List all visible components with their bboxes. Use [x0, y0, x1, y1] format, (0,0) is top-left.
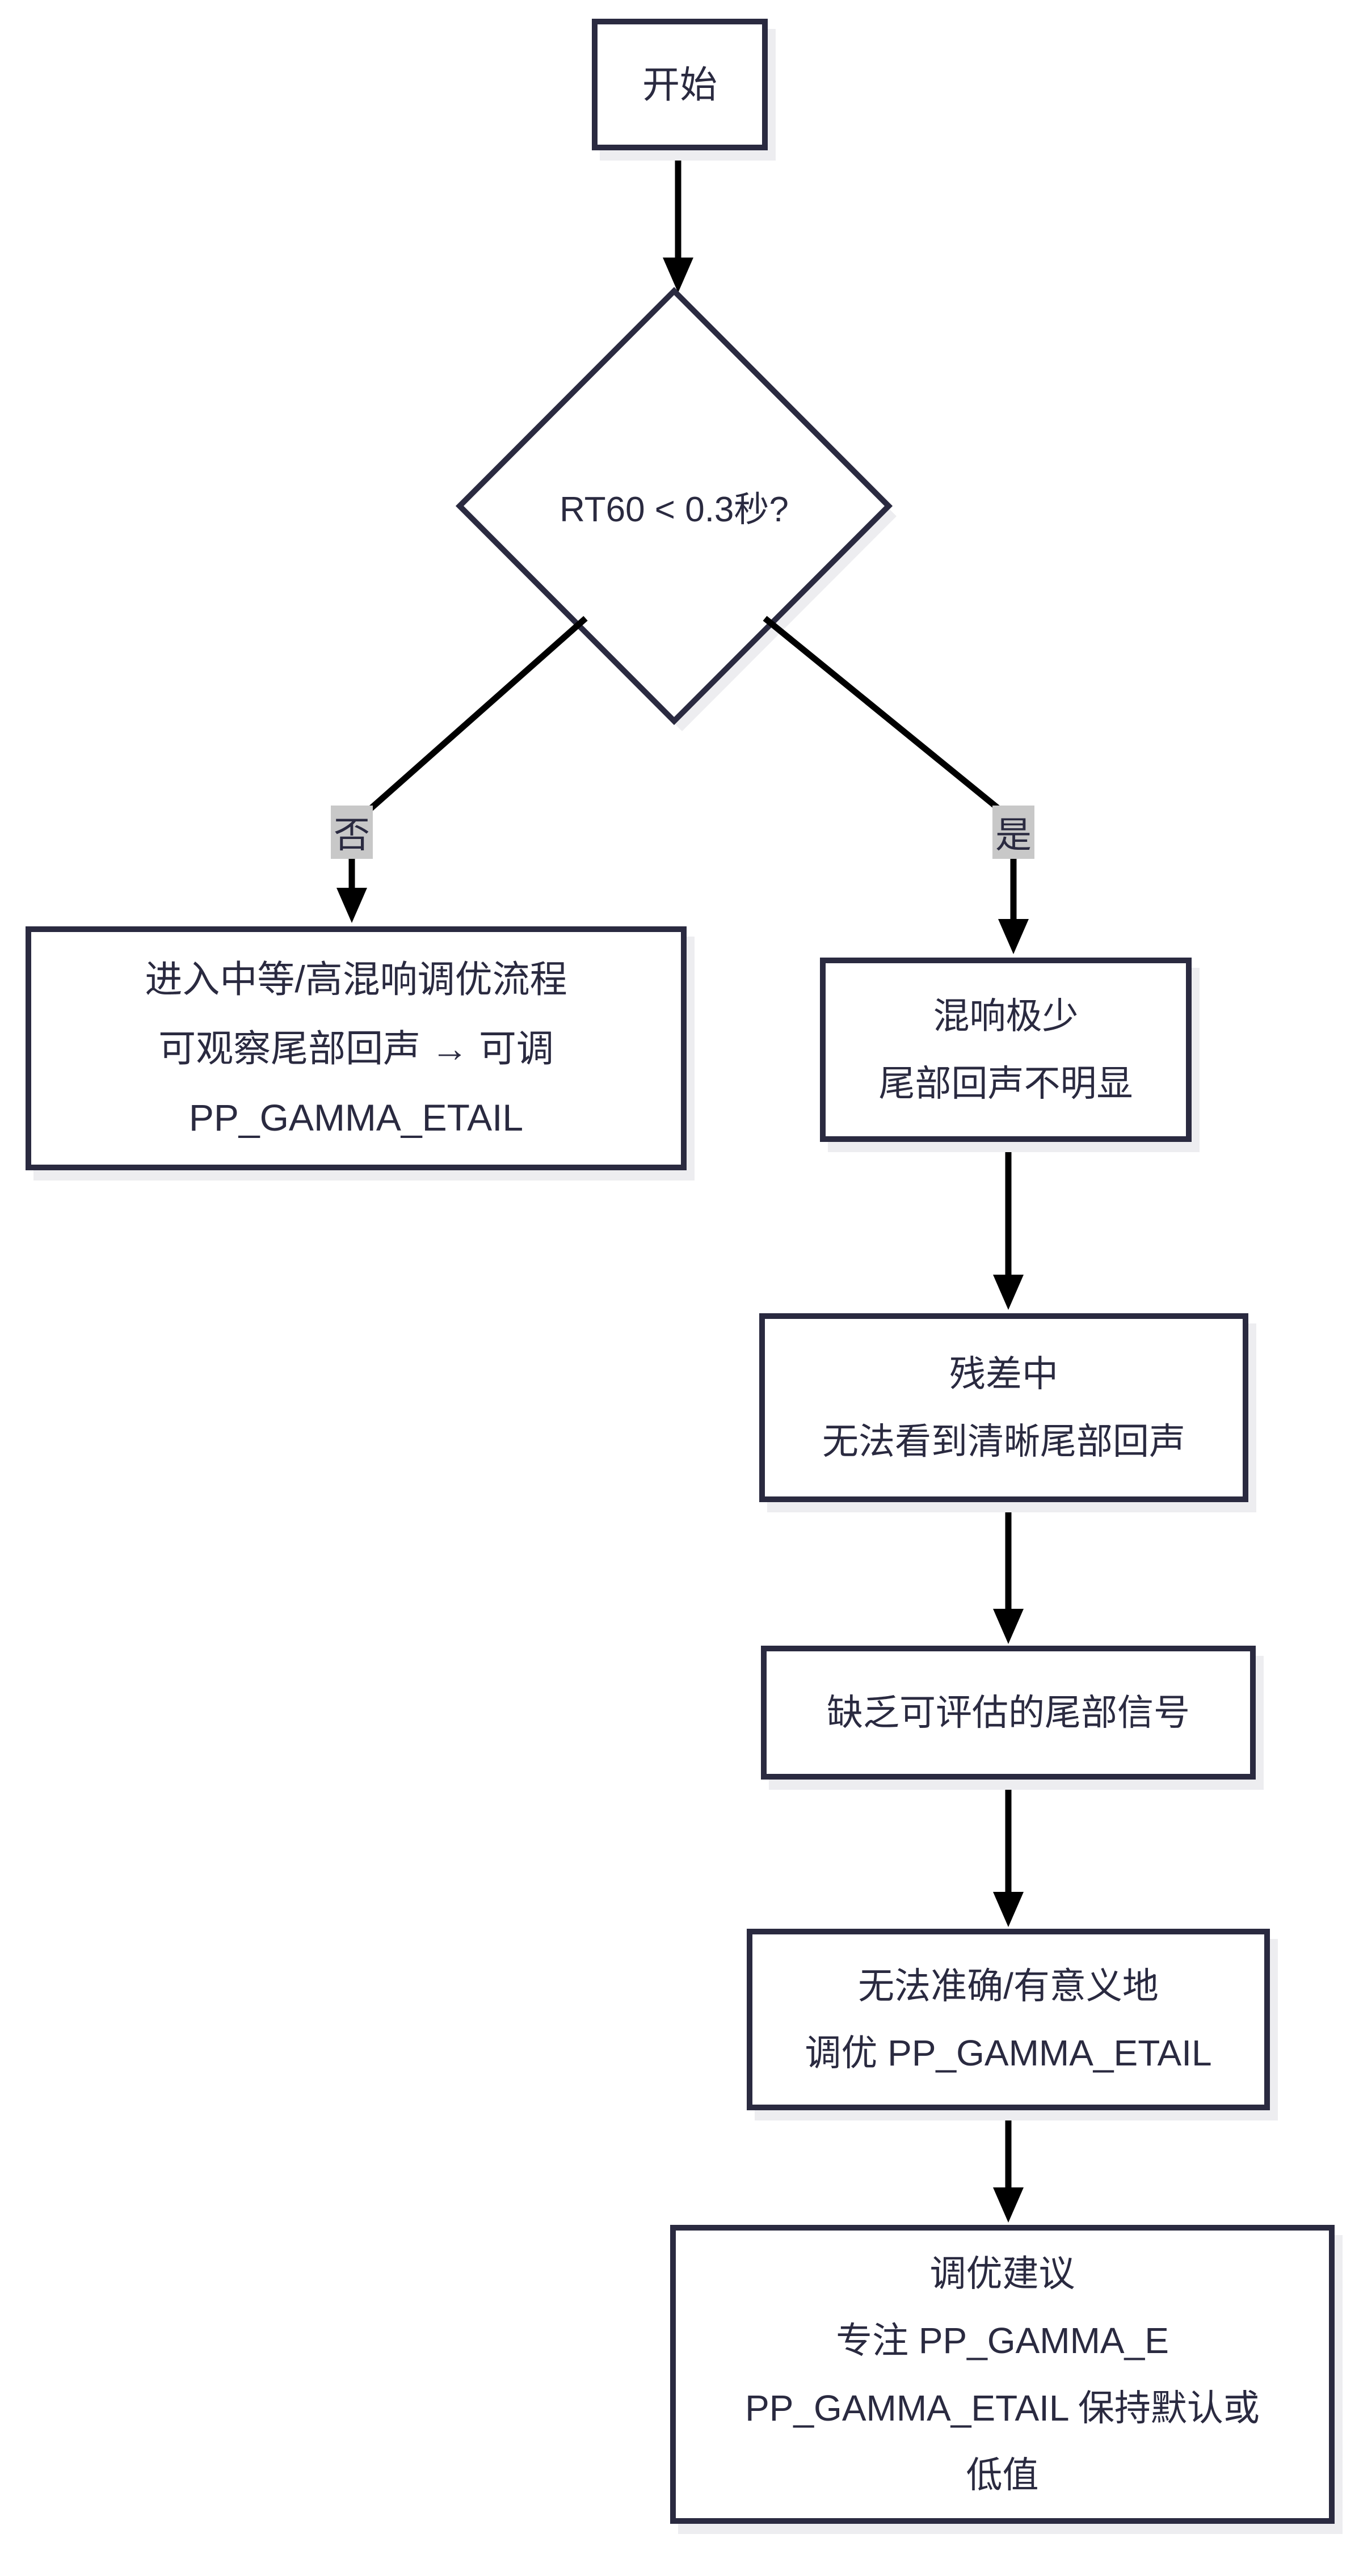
- no-branch-box-line-3: PP_GAMMA_ETAIL: [188, 1097, 524, 1139]
- connector-decision-to-yes-label: [763, 615, 1000, 811]
- arrowhead-into-decision: [663, 258, 693, 293]
- no-branch-box-line-2: 可观察尾部回声 → 可调: [158, 1027, 554, 1069]
- arrowhead-into-no-box: [336, 888, 367, 923]
- yes-branch-box-line-1: 混响极少: [933, 996, 1079, 1037]
- arrowhead-into-yes-box: [998, 919, 1029, 954]
- cannot-tune-box-line-1: 无法准确/有意义地: [858, 1965, 1159, 2006]
- yes-branch-box: 混响极少 尾部回声不明显: [820, 958, 1192, 1142]
- arrowhead-into-residual-box: [993, 1275, 1024, 1310]
- no-branch-box-line-1: 进入中等/高混响调优流程: [145, 958, 567, 1000]
- advice-box-line-2: 专注 PP_GAMMA_E: [836, 2320, 1169, 2362]
- branch-label-no: 否: [331, 806, 373, 859]
- decision-diamond-shape: [455, 286, 893, 726]
- residual-box: 残差中 无法看到清晰尾部回声: [759, 1313, 1248, 1502]
- residual-box-line-2: 无法看到清晰尾部回声: [822, 1420, 1185, 1462]
- no-branch-box: 进入中等/高混响调优流程 可观察尾部回声 → 可调 PP_GAMMA_ETAIL: [26, 926, 687, 1170]
- connector-decision-to-no-label: [365, 615, 588, 814]
- advice-box-line-4: 低值: [966, 2454, 1039, 2495]
- advice-box-line-1: 调优建议: [929, 2253, 1075, 2294]
- residual-box-line-1: 残差中: [949, 1354, 1058, 1395]
- advice-box: 调优建议 专注 PP_GAMMA_E PP_GAMMA_ETAIL 保持默认或 …: [670, 2225, 1335, 2524]
- decision-node-label: RT60 < 0.3秒?: [559, 490, 789, 529]
- cannot-tune-box-line-2: 调优 PP_GAMMA_ETAIL: [805, 2033, 1212, 2073]
- cannot-tune-box: 无法准确/有意义地 调优 PP_GAMMA_ETAIL: [747, 1929, 1270, 2110]
- arrowhead-into-advice-box: [993, 2187, 1024, 2223]
- arrowhead-into-cannot-tune-box: [993, 1892, 1024, 1927]
- start-node-label: 开始: [642, 63, 717, 106]
- arrowhead-into-no-signal-box: [993, 1609, 1024, 1644]
- start-node: 开始: [592, 19, 768, 150]
- branch-label-yes: 是: [992, 806, 1034, 859]
- yes-branch-box-line-2: 尾部回声不明显: [878, 1063, 1133, 1104]
- no-signal-box: 缺乏可评估的尾部信号: [761, 1646, 1256, 1780]
- advice-box-line-3: PP_GAMMA_ETAIL 保持默认或: [745, 2387, 1260, 2429]
- no-signal-box-line-1: 缺乏可评估的尾部信号: [827, 1692, 1190, 1733]
